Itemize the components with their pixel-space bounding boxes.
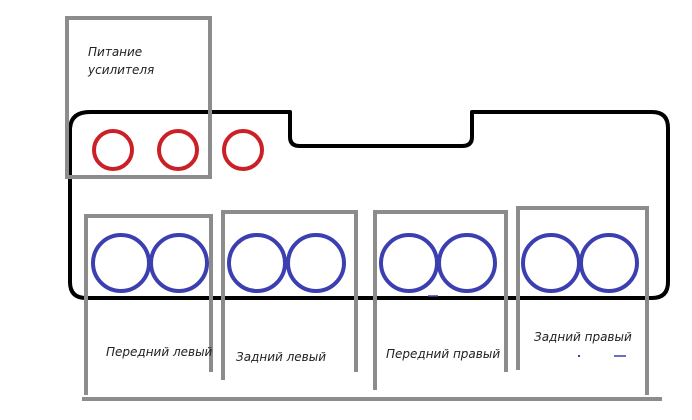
power-terminal-1	[92, 129, 134, 171]
front-left-terminal-1	[91, 233, 151, 293]
rear-left-label: Задний левый	[236, 350, 326, 364]
front-left-label: Передний левый	[106, 345, 213, 359]
rear-right-box	[516, 206, 649, 395]
rear-left-box	[221, 210, 358, 380]
power-label: Питание усилителя	[88, 45, 155, 77]
front-left-terminal-2	[149, 233, 209, 293]
stray-dot	[578, 355, 580, 357]
front-left-box	[84, 214, 213, 395]
power-terminal-2	[157, 129, 199, 171]
rear-left-terminal-1	[227, 233, 287, 293]
front-right-terminal-1	[379, 233, 439, 293]
amplifier-board-outline	[68, 110, 670, 300]
front-right-box	[373, 210, 508, 390]
rear-left-terminal-2	[286, 233, 346, 293]
front-right-terminal-2	[437, 233, 497, 293]
power-terminal-3	[222, 129, 264, 171]
front-right-label: Передний правый	[386, 347, 501, 361]
rear-right-terminal-1	[521, 233, 581, 293]
rear-right-terminal-2	[579, 233, 639, 293]
rear-right-label: Задний правый	[534, 330, 632, 344]
power-box	[65, 16, 212, 179]
